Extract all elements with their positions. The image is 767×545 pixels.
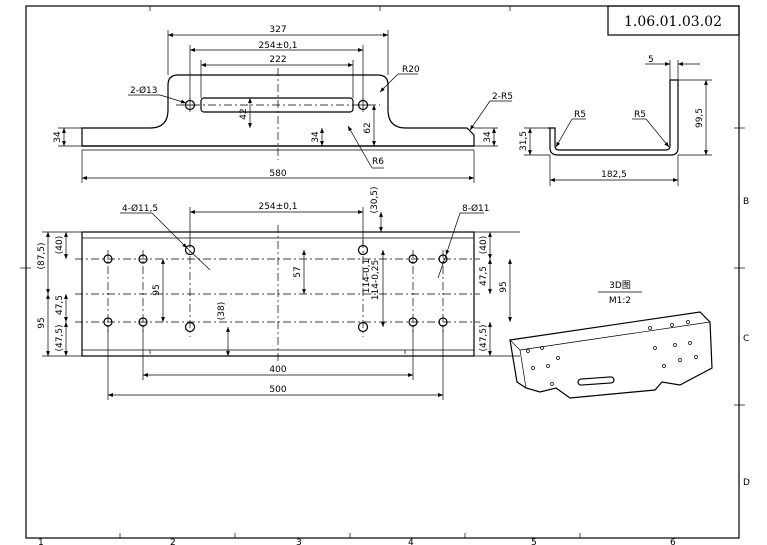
dim-87-5: (87,5) bbox=[37, 242, 47, 269]
zone-number-3: 3 bbox=[296, 538, 302, 545]
iso-view-holes bbox=[526, 320, 698, 386]
side-view-profile bbox=[548, 79, 679, 156]
callout-2-holes-13: 2-Ø13 bbox=[130, 85, 158, 96]
view-3d-scale: M1:2 bbox=[609, 296, 631, 306]
view-3d-label: 3D图 bbox=[609, 280, 631, 291]
iso-view-plate bbox=[509, 311, 713, 399]
side-view: 5 99,5 31,5 182,5 R5 R5 bbox=[519, 55, 712, 186]
dim-500: 500 bbox=[269, 385, 286, 395]
dim-95-inner: 95 bbox=[152, 284, 162, 295]
bottom-view-holes-11-5 bbox=[107, 240, 444, 337]
callout-r5-left: R5 bbox=[574, 110, 586, 120]
callout-r6: R6 bbox=[372, 157, 384, 167]
dim-62: 62 bbox=[363, 122, 373, 133]
dim-47-5-right-paren: (47,5) bbox=[479, 324, 489, 351]
dim-222: 222 bbox=[269, 55, 286, 65]
top-view-outline bbox=[81, 74, 475, 147]
zone-letter-c: C bbox=[743, 334, 749, 344]
dim-182-5: 182,5 bbox=[601, 170, 627, 180]
callout-r5-right: R5 bbox=[634, 110, 646, 120]
iso-view: 3D图 M1:2 bbox=[509, 280, 713, 399]
dim-254: 254±0,1 bbox=[258, 41, 297, 51]
callout-r20: R20 bbox=[402, 65, 420, 75]
drawing-number: 1.06.01.03.02 bbox=[624, 14, 722, 30]
zone-letter-d: D bbox=[743, 478, 750, 488]
iso-view-slot bbox=[577, 376, 615, 386]
zone-number-1: 1 bbox=[38, 538, 44, 545]
callout-2-r5: 2-R5 bbox=[492, 92, 513, 102]
dim-34-mid: 34 bbox=[311, 131, 321, 143]
zone-number-5: 5 bbox=[531, 538, 537, 545]
dim-400: 400 bbox=[269, 365, 286, 375]
zone-number-6: 6 bbox=[670, 538, 676, 545]
dim-34-right: 34 bbox=[483, 131, 493, 143]
dim-57: 57 bbox=[293, 266, 303, 277]
dim-40-right: (40) bbox=[479, 236, 489, 254]
dim-34-left: 34 bbox=[53, 131, 63, 143]
callout-4-holes-11-5: 4-Ø11,5 bbox=[122, 203, 158, 214]
dim-95-left: 95 bbox=[37, 317, 47, 328]
top-view: 327 254±0,1 222 580 34 42 34 62 34 bbox=[53, 25, 513, 183]
dim-47-5-left: 47,5 bbox=[55, 295, 65, 315]
dim-30-5: (30,5) bbox=[370, 186, 380, 213]
dim-31-5: 31,5 bbox=[519, 131, 529, 151]
dim-47-5-left-paren: (47,5) bbox=[55, 324, 65, 351]
dim-40-left: (40) bbox=[55, 236, 65, 254]
zone-number-2: 2 bbox=[170, 538, 176, 545]
title-block bbox=[607, 5, 740, 36]
dim-327: 327 bbox=[269, 25, 286, 35]
dim-114: 114-0,1 bbox=[362, 259, 372, 294]
dim-580: 580 bbox=[269, 169, 286, 179]
dim-5: 5 bbox=[648, 55, 654, 65]
bottom-view: 254±0,1 (30,5) (87,5) 95 (40) 47,5 (47,5… bbox=[37, 186, 520, 400]
dim-38: (38) bbox=[217, 302, 227, 320]
dim-95-right: 95 bbox=[499, 281, 509, 292]
callout-8-holes-11: 8-Ø11 bbox=[462, 203, 490, 214]
zone-number-4: 4 bbox=[408, 538, 414, 545]
drawing-frame: 1.06.01.03.02 1 2 3 4 5 6 B C D bbox=[20, 5, 750, 545]
dim-47-5-right: 47,5 bbox=[479, 266, 489, 286]
zone-letter-b: B bbox=[743, 197, 749, 207]
dim-114-b: 114-0,25 bbox=[371, 260, 381, 300]
dim-99-5: 99,5 bbox=[695, 108, 705, 128]
dim-42: 42 bbox=[239, 108, 249, 119]
dim-bottom-254: 254±0,1 bbox=[258, 202, 297, 212]
